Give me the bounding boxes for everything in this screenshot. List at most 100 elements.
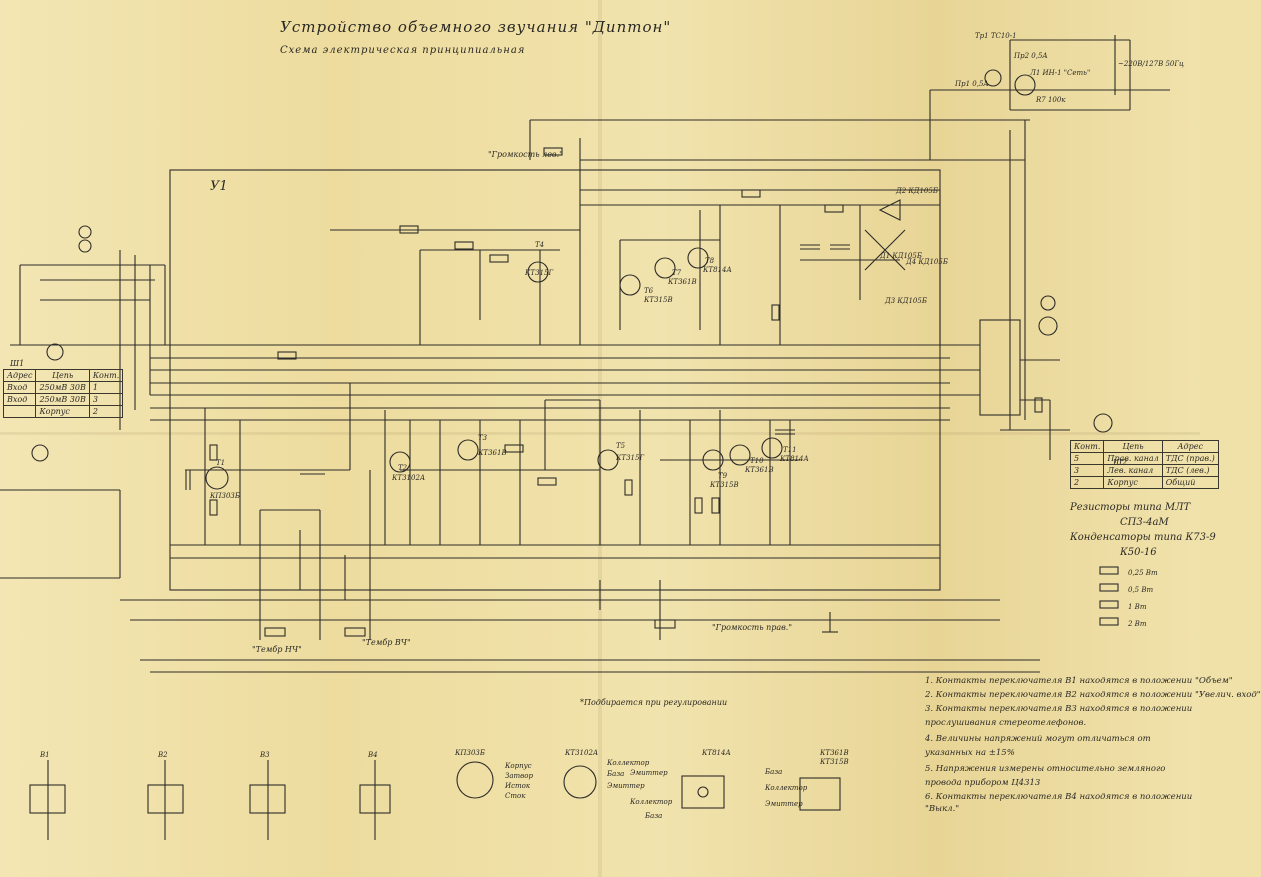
- tone-low-label: "Тембр НЧ": [252, 645, 302, 654]
- lamp-label: Л1 ИН-1 "Сеть": [1029, 69, 1090, 77]
- table-row: 5 Прав. канал ТДС (прав.): [1069, 452, 1219, 465]
- kt361-label: КТ361В: [819, 749, 849, 757]
- x1-ref: Ш1: [9, 359, 24, 368]
- note-3: 3. Контакты переключателя В3 находятся в…: [925, 704, 1193, 714]
- note-6b: "Выкл.": [925, 804, 960, 814]
- table-row: 2 Корпус Общий: [1069, 476, 1219, 489]
- capacitor-type: Конденсаторы типа К73-9: [1070, 532, 1216, 543]
- table-cell: 3: [1069, 464, 1105, 477]
- note-1: 1. Контакты переключателя В1 находятся в…: [925, 676, 1233, 686]
- kt814-pin-1: Эмиттер: [630, 769, 668, 777]
- d4-label: Д4 КД105Б: [905, 258, 948, 266]
- t4-label: Т4: [535, 241, 544, 249]
- table-row: Вход 250мВ 30В 3: [2, 393, 124, 406]
- mains-label: ~220В/127В 50Гц: [1118, 60, 1184, 68]
- table-cell: 250мВ 30В: [35, 381, 90, 394]
- selection-note: *Подбирается при регулировании: [580, 698, 727, 707]
- kt3102-pin-2: База: [606, 770, 624, 778]
- kt361-pin-2: Коллектор: [764, 784, 808, 792]
- kp303-pin-4: Сток: [505, 792, 526, 800]
- note-4b: указанных на ±15%: [925, 748, 1015, 758]
- note-5: 5. Напряжения измерены относительно земл…: [925, 764, 1166, 774]
- t6-label: Т6: [644, 287, 654, 295]
- note-3b: прослушивания стереотелефонов.: [925, 718, 1087, 728]
- table-cell: Корпус: [35, 405, 90, 418]
- table-header-row: Адрес Цепь Конт.: [2, 369, 124, 382]
- table-cell: Вход: [2, 393, 37, 406]
- d3-label: Д3 КД105Б: [884, 297, 927, 305]
- x1-connector-table: Адрес Цепь Конт. Вход 250мВ 30В 1 Вход 2…: [2, 369, 124, 418]
- kt814-pin-2: Коллектор: [629, 798, 673, 806]
- table-cell: Прав. канал: [1103, 452, 1163, 465]
- kp303-label: КП303Б: [454, 749, 485, 757]
- board-label: У1: [210, 179, 228, 194]
- table-cell: 250мВ 30В: [35, 393, 90, 406]
- t2-type: КТ3102А: [391, 474, 425, 482]
- kp303-pin-2: Затвор: [505, 772, 533, 780]
- note-6: 6. Контакты переключателя В4 находятся в…: [925, 792, 1193, 802]
- fuse-main: Пр2 0,5А: [1013, 52, 1048, 60]
- t2-label: Т2: [398, 464, 408, 472]
- t3-label: Т3: [478, 434, 488, 442]
- switch-b1: В1: [39, 751, 50, 759]
- circuit-schematic: У1 "Громкость лев." "Громкость прав." "Т…: [0, 32, 1184, 840]
- note-4: 4. Величины напряжений могут отличаться …: [925, 734, 1151, 744]
- board-outline: [169, 169, 941, 591]
- kp303-pin-1: Корпус: [504, 762, 532, 770]
- table-row: Вход 250мВ 30В 1: [2, 381, 124, 394]
- note-2: 2. Контакты переключателя В2 находятся в…: [925, 690, 1261, 700]
- power-legend-1: 0,25 Вт: [1128, 569, 1158, 577]
- r7-label: R7 100к: [1035, 96, 1066, 104]
- volume-right-label: "Громкость прав.": [712, 623, 792, 632]
- t8-type: КТ814А: [702, 266, 732, 274]
- table-header: Адрес: [2, 369, 37, 382]
- kt814-pin-3: База: [644, 812, 662, 820]
- kt361-pin-1: База: [764, 768, 782, 776]
- transformer-label: Тр1 ТС10-1: [975, 32, 1017, 40]
- t1-type: КП303Б: [209, 492, 240, 500]
- t7-type: КТ361В: [667, 278, 697, 286]
- t6-type: КТ315В: [643, 296, 673, 304]
- power-legend-4: 2 Вт: [1127, 620, 1147, 628]
- kt814-label: КТ814А: [701, 749, 731, 757]
- diagram-subtitle: Схема электрическая принципиальная: [280, 45, 526, 56]
- table-cell: ТДС (лев.): [1161, 464, 1219, 477]
- table-cell: 5: [1069, 452, 1105, 465]
- resistor-type: Резисторы типа МЛТ: [1070, 502, 1191, 513]
- table-header: Адрес: [1161, 440, 1219, 453]
- table-header: Цепь: [1103, 440, 1163, 453]
- table-cell: 2: [88, 405, 124, 418]
- table-header: Конт.: [1069, 440, 1105, 453]
- kt3102-pin-3: Эмиттер: [607, 782, 645, 790]
- table-cell: 2: [1069, 476, 1105, 489]
- t10-label: Т10: [750, 457, 764, 465]
- t5-label: Т5: [616, 442, 626, 450]
- volume-left-label: "Громкость лев.": [488, 150, 563, 159]
- table-cell: 1: [88, 381, 124, 394]
- tone-high-label: "Тембр ВЧ": [362, 638, 411, 647]
- resistor-var-type: СП3-4аМ: [1120, 517, 1169, 528]
- table-row: Корпус 2: [2, 405, 124, 418]
- t3-type: КТ361В: [477, 449, 507, 457]
- table-header: Конт.: [88, 369, 124, 382]
- t11-label: Т11: [783, 446, 797, 454]
- t8-label: Т8: [705, 257, 715, 265]
- switch-b2: В2: [157, 751, 168, 759]
- kt315-label: КТ315В: [819, 758, 849, 766]
- power-legend-2: 0,5 Вт: [1128, 586, 1154, 594]
- power-legend-3: 1 Вт: [1128, 603, 1147, 611]
- fuse-1: Пр1 0,5А: [954, 80, 989, 88]
- t7-label: Т7: [672, 269, 682, 277]
- table-header: Цепь: [35, 369, 90, 382]
- capacitor-type-2: К50-16: [1120, 547, 1157, 558]
- kt361-pin-3: Эмиттер: [765, 800, 803, 808]
- switch-b4: В4: [367, 751, 378, 759]
- table-cell: 3: [88, 393, 124, 406]
- table-row: 3 Лев. канал ТДС (лев.): [1069, 464, 1219, 477]
- table-cell: Корпус: [1103, 476, 1163, 489]
- t1-label: Т1: [216, 459, 225, 467]
- t9-label: Т9: [718, 472, 728, 480]
- kt3102-label: КТ3102А: [564, 749, 598, 757]
- kt3102-pin-1: Коллектор: [606, 759, 650, 767]
